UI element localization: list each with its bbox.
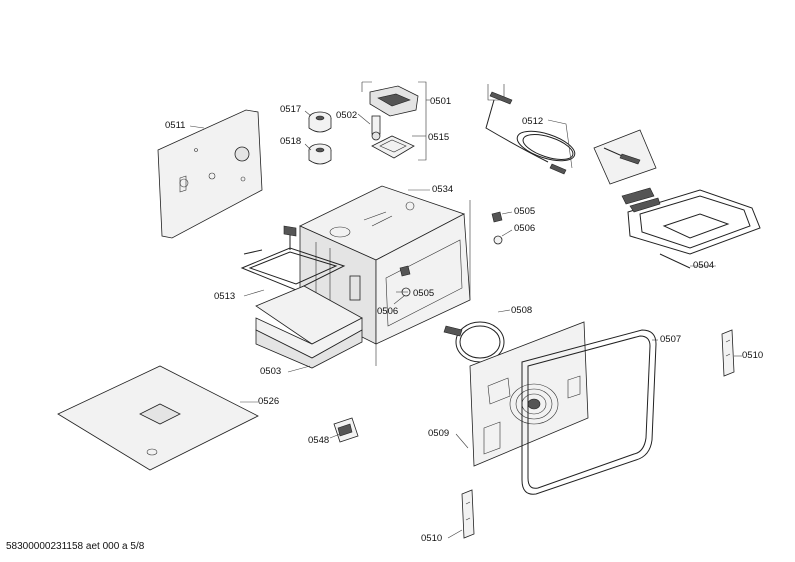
part-0509-fan-cover[interactable] [469,321,589,467]
label-0512: 0512 [522,116,543,127]
part-0506-cap[interactable] [493,235,503,245]
part-0510-hinge-a[interactable] [721,329,735,377]
label-0505-b: 0505 [413,288,434,299]
document-footer: 58300000231158 aet 000 a 5/8 [6,541,145,552]
label-0510-a: 0510 [742,350,763,361]
part-0517-socket[interactable] [308,111,332,133]
label-0506-a: 0506 [514,223,535,234]
label-0503: 0503 [260,366,281,377]
part-0513-bottom-element[interactable] [240,225,346,291]
label-0518: 0518 [280,136,301,147]
part-0526-floor-plate[interactable] [57,365,259,471]
label-0502: 0502 [336,110,357,121]
label-0509: 0509 [428,428,449,439]
label-0507: 0507 [660,334,681,345]
part-0548-fan-motor[interactable] [333,417,359,443]
part-0512-sensor-cable[interactable] [485,84,578,175]
part-0515-lamp-glass[interactable] [371,135,415,159]
part-0511-rear-panel[interactable] [157,109,263,239]
part-0507-door-seal[interactable] [521,329,657,495]
part-0502-lamp[interactable] [371,115,381,141]
part-0510-hinge-b[interactable] [461,489,475,539]
part-0505-bracket-2[interactable] [399,265,411,277]
part-0518-socket[interactable] [308,143,332,165]
label-0513: 0513 [214,291,235,302]
label-0505-a: 0505 [514,206,535,217]
label-0511: 0511 [165,120,185,131]
label-0510-b: 0510 [421,533,442,544]
part-0501-lamp-housing[interactable] [369,85,419,117]
label-0548: 0548 [308,435,329,446]
label-0517: 0517 [280,104,301,115]
label-0501: 0501 [430,96,451,107]
label-0515: 0515 [428,132,449,143]
part-0505-bracket[interactable] [491,211,503,223]
label-0534: 0534 [432,184,453,195]
part-0504-grill-element[interactable] [621,187,761,269]
label-0508: 0508 [511,305,532,316]
label-0506-b: 0506 [377,306,398,317]
label-0504: 0504 [693,260,714,271]
label-0526: 0526 [258,396,279,407]
part-0503-insulation[interactable] [255,285,363,369]
part-sensor-detail[interactable] [593,129,657,185]
